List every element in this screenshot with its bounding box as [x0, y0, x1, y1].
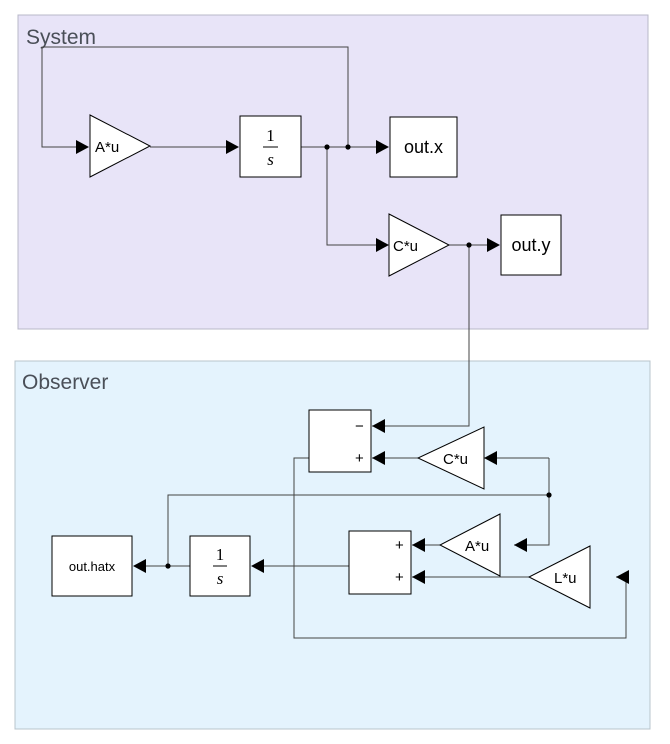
- observer-gain-c-label: C*u: [443, 451, 468, 468]
- system-area-label: System: [26, 26, 96, 49]
- system-gain-c-block[interactable]: C*u: [388, 213, 451, 277]
- system-gain-a-block[interactable]: A*u: [89, 114, 152, 178]
- system-area[interactable]: System: [17, 14, 649, 330]
- system-integrator-numerator: 1: [266, 126, 275, 145]
- observer-sum-error-plus: +: [355, 450, 364, 467]
- observer-sum-error-block[interactable]: − +: [308, 409, 372, 473]
- system-out-y-block[interactable]: out.y: [500, 214, 562, 276]
- system-out-y-label: out.y: [511, 235, 550, 255]
- observer-gain-l-block[interactable]: L*u: [527, 545, 591, 609]
- observer-integrator-denominator: s: [217, 569, 224, 588]
- observer-gain-a-label: A*u: [465, 538, 489, 555]
- system-integrator-denominator: s: [267, 150, 274, 169]
- system-out-x-label: out.x: [404, 137, 443, 157]
- system-integrator-block[interactable]: 1 s: [239, 115, 302, 178]
- observer-out-hatx-label: out.hatx: [69, 559, 116, 574]
- observer-sum-error-minus: −: [355, 418, 364, 435]
- arrowheads: [76, 140, 629, 584]
- observer-sum-state-plus-top: +: [395, 537, 404, 554]
- observer-sum-state-plus-bottom: +: [395, 569, 404, 586]
- junction-dots: [165, 144, 552, 569]
- system-wires: [41, 46, 488, 427]
- observer-area-label: Observer: [22, 371, 108, 394]
- observer-sum-state-block[interactable]: + +: [348, 530, 412, 595]
- observer-out-hatx-block[interactable]: out.hatx: [51, 535, 133, 597]
- observer-gain-c-block[interactable]: C*u: [416, 426, 485, 490]
- system-out-x-block[interactable]: out.x: [389, 116, 458, 178]
- observer-integrator-numerator: 1: [216, 545, 225, 564]
- observer-integrator-block[interactable]: 1 s: [189, 535, 251, 597]
- observer-gain-l-label: L*u: [554, 570, 577, 587]
- system-gain-c-label: C*u: [393, 238, 418, 255]
- observer-gain-a-block[interactable]: A*u: [438, 513, 501, 577]
- system-gain-a-label: A*u: [95, 139, 119, 156]
